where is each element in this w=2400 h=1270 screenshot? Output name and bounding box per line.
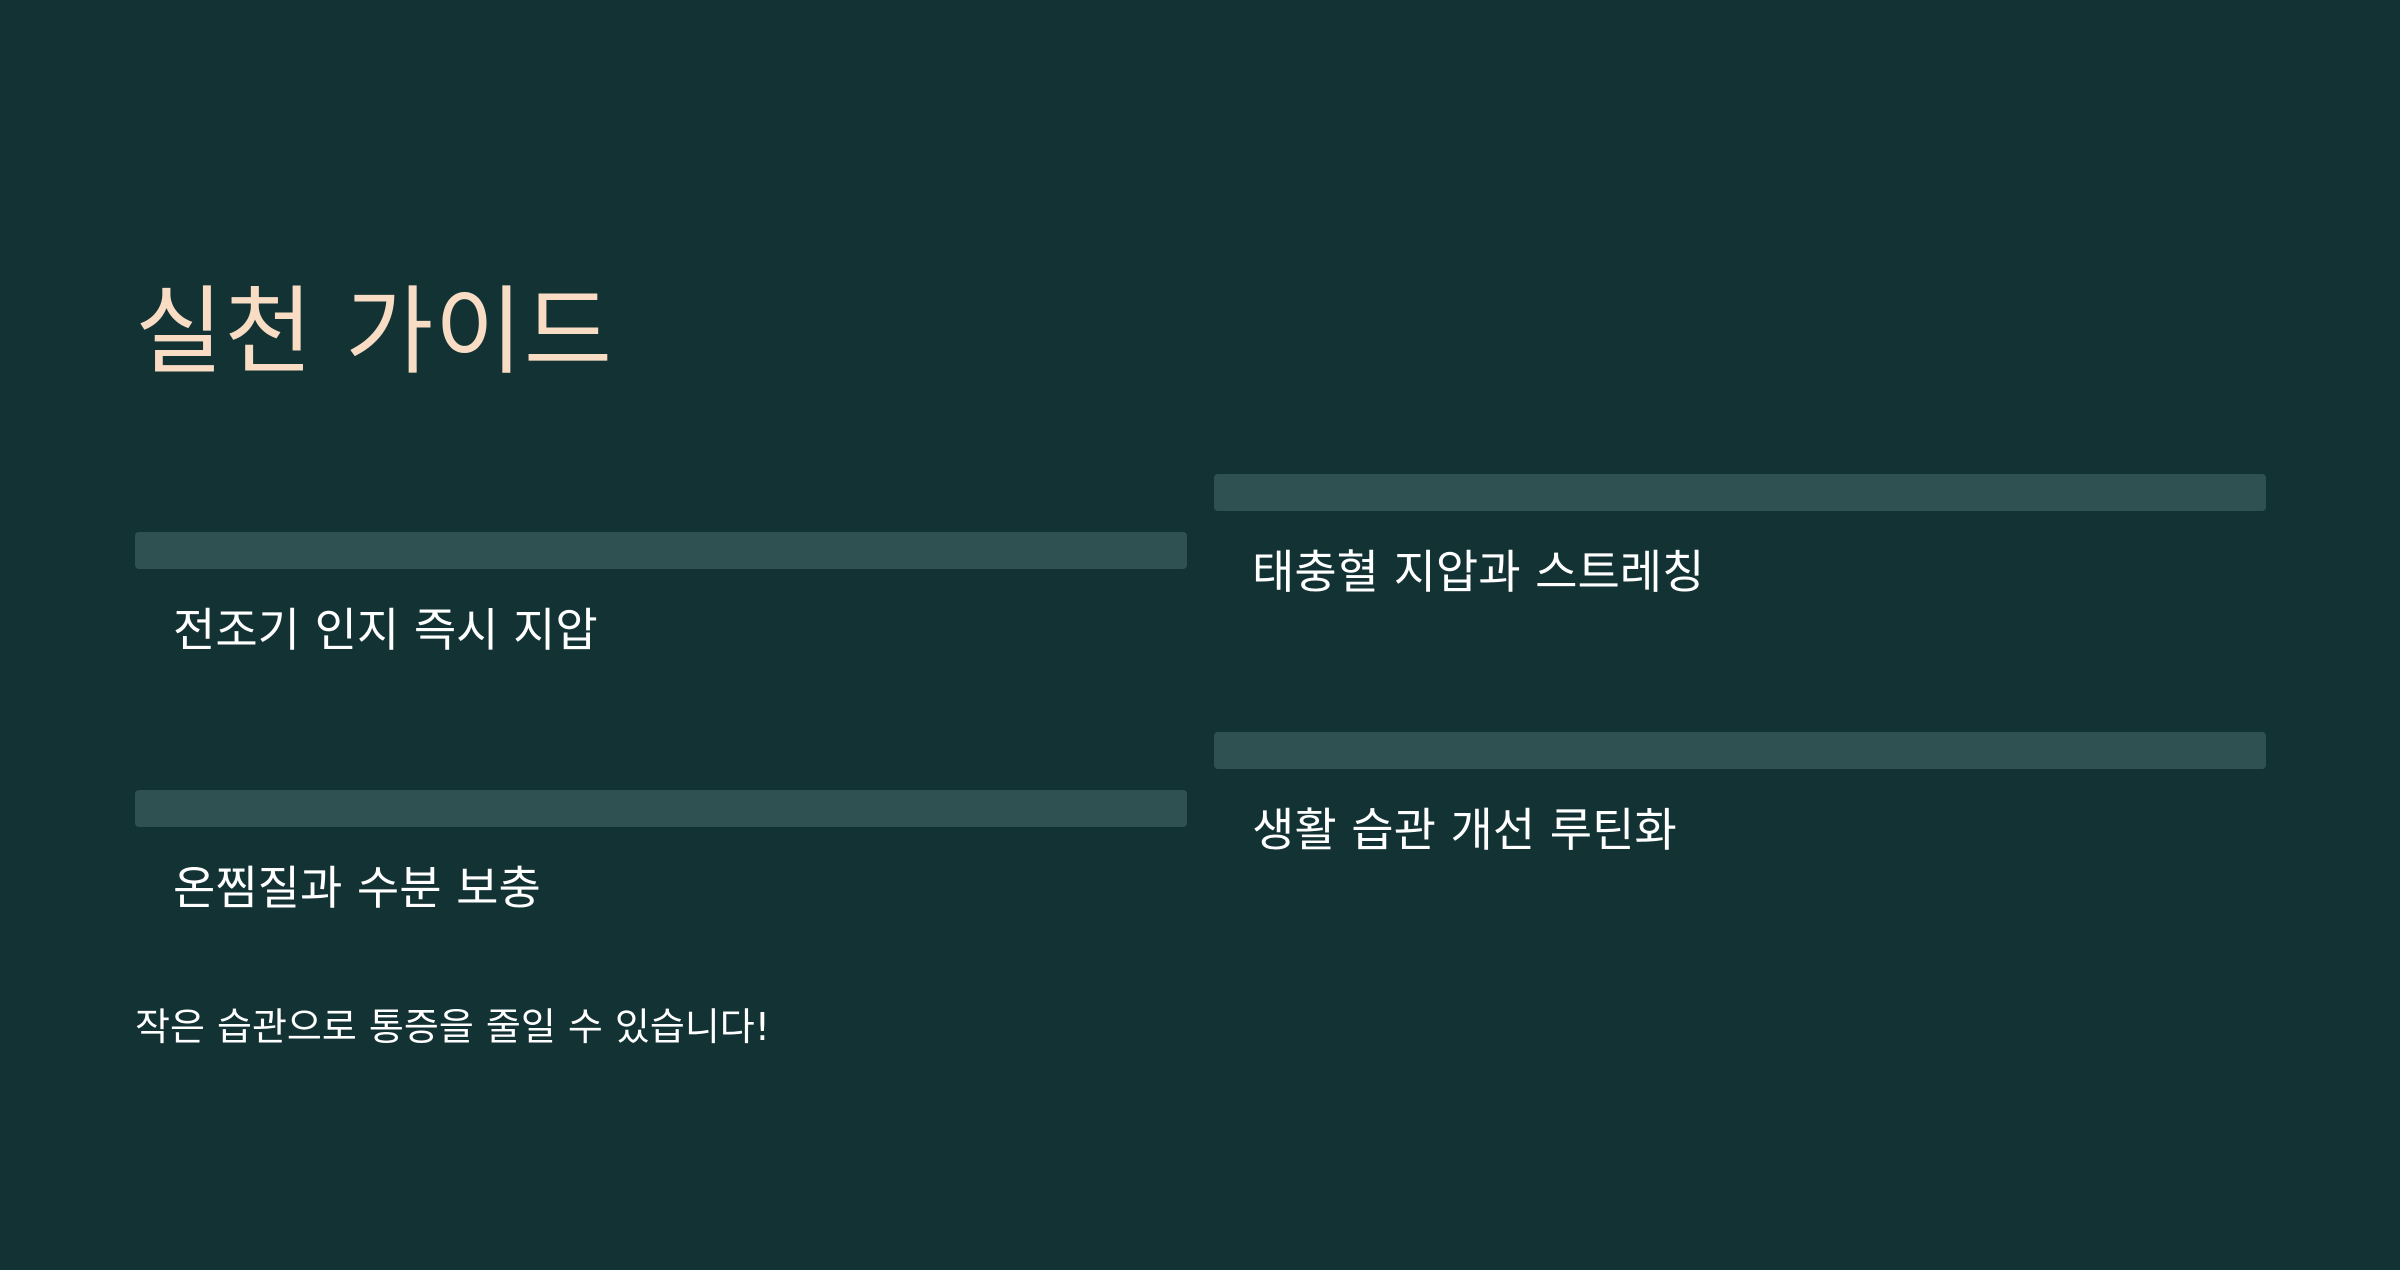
card-header-bar <box>135 790 1187 827</box>
slide-title: 실천 가이드 <box>135 276 614 388</box>
footer-message: 작은 습관으로 통증을 줄일 수 있습니다! <box>135 1005 770 1049</box>
card-header-bar <box>1214 474 2266 511</box>
guide-card-4: 생활 습관 개선 루틴화 <box>1214 732 2266 892</box>
card-label: 온찜질과 수분 보충 <box>173 861 541 915</box>
card-label: 전조기 인지 즉시 지압 <box>173 603 598 657</box>
guide-card-3: 온찜질과 수분 보충 <box>135 790 1187 950</box>
card-header-bar <box>1214 732 2266 769</box>
guide-card-2: 태충혈 지압과 스트레칭 <box>1214 474 2266 634</box>
card-label: 생활 습관 개선 루틴화 <box>1252 803 1677 857</box>
guide-card-1: 전조기 인지 즉시 지압 <box>135 532 1187 692</box>
card-header-bar <box>135 532 1187 569</box>
card-label: 태충혈 지압과 스트레칭 <box>1252 545 1705 599</box>
